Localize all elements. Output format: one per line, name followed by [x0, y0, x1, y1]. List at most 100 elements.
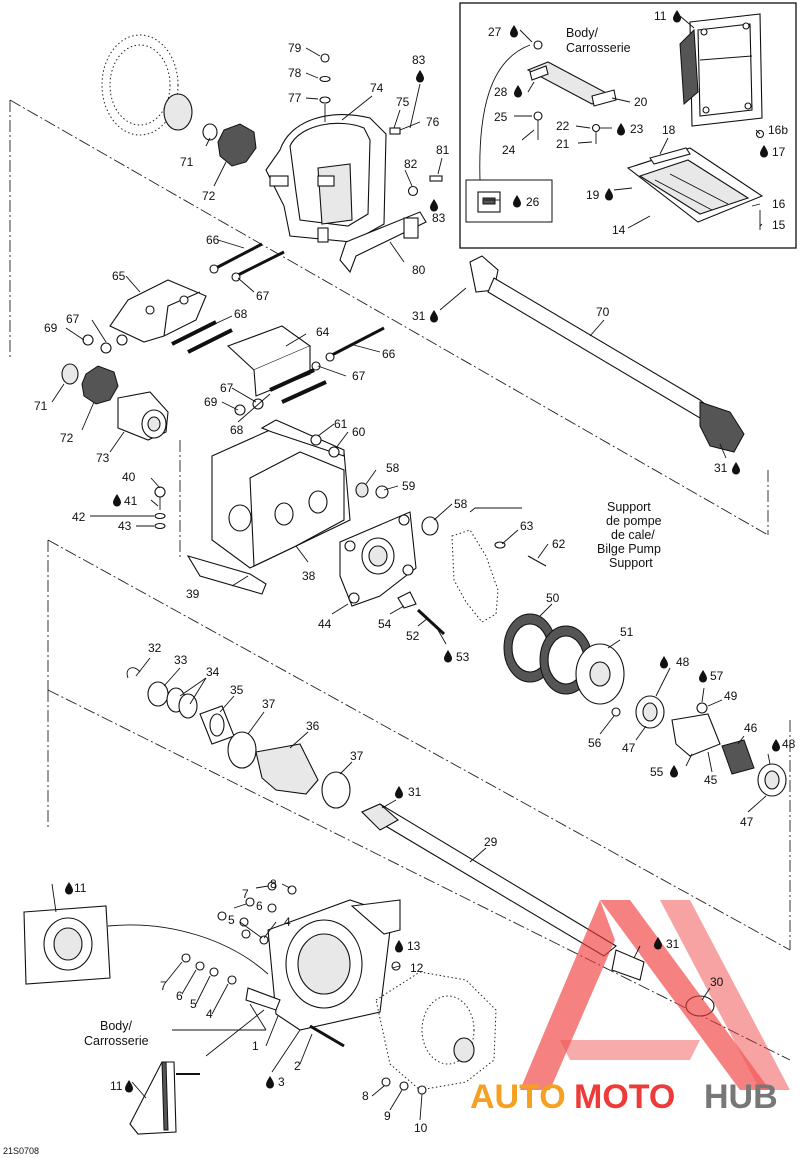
callout-17: 17 [772, 145, 786, 159]
callout-2: 2 [294, 1059, 301, 1073]
callout-77: 77 [288, 91, 302, 105]
seals-32-37 [126, 667, 351, 809]
callout-4b: 4 [206, 1007, 213, 1021]
callout-19: 19 [586, 188, 600, 202]
text-notes: Body/ Carrosserie Body/ Carrosserie Supp… [3, 26, 662, 1156]
callout-83a: 83 [412, 53, 426, 67]
callout-43: 43 [118, 519, 132, 533]
watermark-hub: HUB [704, 1078, 778, 1116]
callout-8a: 8 [270, 877, 277, 891]
alignment-lines [9, 99, 791, 1061]
callout-57: 57 [710, 669, 724, 683]
callout-54: 54 [378, 617, 392, 631]
callout-28: 28 [494, 85, 508, 99]
engine-mount-38 [154, 419, 351, 595]
drawing-code: 21S0708 [3, 1146, 39, 1156]
watermark-moto: MOTO [574, 1078, 675, 1116]
callout-22: 22 [556, 119, 570, 133]
housing-45-49 [635, 695, 787, 797]
pump-housing [245, 899, 401, 1048]
callout-52: 52 [406, 629, 420, 643]
cover-74 [265, 53, 443, 243]
callout-55: 55 [650, 765, 664, 779]
callout-20: 20 [634, 95, 648, 109]
callout-31d: 31 [666, 937, 680, 951]
callout-37b: 37 [350, 749, 364, 763]
callout-51: 51 [620, 625, 634, 639]
part-callouts: 79 78 77 74 75 83 76 71 72 82 81 83 80 6… [34, 9, 796, 1135]
callout-27: 27 [488, 25, 502, 39]
callout-26: 26 [526, 195, 540, 209]
inset-bracket [479, 40, 617, 181]
callout-67b: 67 [66, 312, 80, 326]
impeller-housing [375, 971, 497, 1091]
callout-8b: 8 [362, 1089, 369, 1103]
support-label-3: de cale/ [611, 528, 655, 542]
callout-37a: 37 [262, 697, 276, 711]
callout-31a: 31 [412, 309, 426, 323]
watermark-auto: AUTO [470, 1078, 566, 1116]
long-bolts [209, 242, 385, 362]
callout-64: 64 [316, 325, 330, 339]
carrosserie-label-bottom: Carrosserie [84, 1034, 149, 1048]
callout-68b: 68 [230, 423, 244, 437]
callout-24: 24 [502, 143, 516, 157]
callout-25: 25 [494, 110, 508, 124]
callout-7a: 7 [242, 887, 249, 901]
callout-59: 59 [402, 479, 416, 493]
callout-21: 21 [556, 137, 570, 151]
callout-49: 49 [724, 689, 738, 703]
watermark-logo [520, 900, 790, 1090]
callout-5a: 5 [228, 913, 235, 927]
coupler-73 [61, 363, 169, 441]
callout-14: 14 [612, 223, 626, 237]
callout-56: 56 [588, 736, 602, 750]
callout-11a: 11 [654, 9, 667, 23]
callout-71a: 71 [180, 155, 194, 169]
ride-plate-left [23, 905, 269, 985]
callout-46: 46 [744, 721, 758, 735]
callout-18: 18 [662, 123, 676, 137]
callout-68a: 68 [234, 307, 248, 321]
callout-39: 39 [186, 587, 200, 601]
callout-47a: 47 [622, 741, 636, 755]
callout-73: 73 [96, 451, 110, 465]
leader-lines [51, 15, 771, 1121]
callout-1: 1 [252, 1039, 259, 1053]
bilge-pump-support [451, 507, 547, 623]
callout-74: 74 [370, 81, 384, 95]
shaft-29 [360, 803, 617, 957]
callout-4a: 4 [284, 915, 291, 929]
callout-41: 41 [124, 494, 138, 508]
callout-48b: 48 [782, 737, 796, 751]
support-label-4: Bilge Pump [597, 542, 661, 556]
callout-78: 78 [288, 66, 302, 80]
callout-11c: 11 [110, 1079, 123, 1093]
callout-11b: 11 [74, 881, 87, 895]
flywheel-top [101, 34, 257, 167]
callout-69a: 69 [44, 321, 58, 335]
callout-70: 70 [596, 305, 610, 319]
callout-58a: 58 [386, 461, 400, 475]
callout-67d: 67 [220, 381, 234, 395]
body-label-bottom: Body/ [100, 1019, 132, 1033]
callout-38: 38 [302, 569, 316, 583]
driveshaft-70 [469, 255, 745, 453]
callout-10: 10 [414, 1121, 428, 1135]
callout-75: 75 [396, 95, 410, 109]
callout-67c: 67 [352, 369, 366, 383]
callout-9: 9 [384, 1109, 391, 1123]
callout-45: 45 [704, 773, 718, 787]
callout-50: 50 [546, 591, 560, 605]
bracket-65 [109, 279, 233, 354]
callout-36: 36 [306, 719, 320, 733]
callout-35: 35 [230, 683, 244, 697]
callout-66b: 66 [382, 347, 396, 361]
callout-80: 80 [412, 263, 426, 277]
inset-hull-plate [679, 13, 763, 127]
callout-6b: 6 [176, 989, 183, 1003]
callout-5b: 5 [190, 997, 197, 1011]
callout-3: 3 [278, 1075, 285, 1089]
callout-62: 62 [552, 537, 566, 551]
